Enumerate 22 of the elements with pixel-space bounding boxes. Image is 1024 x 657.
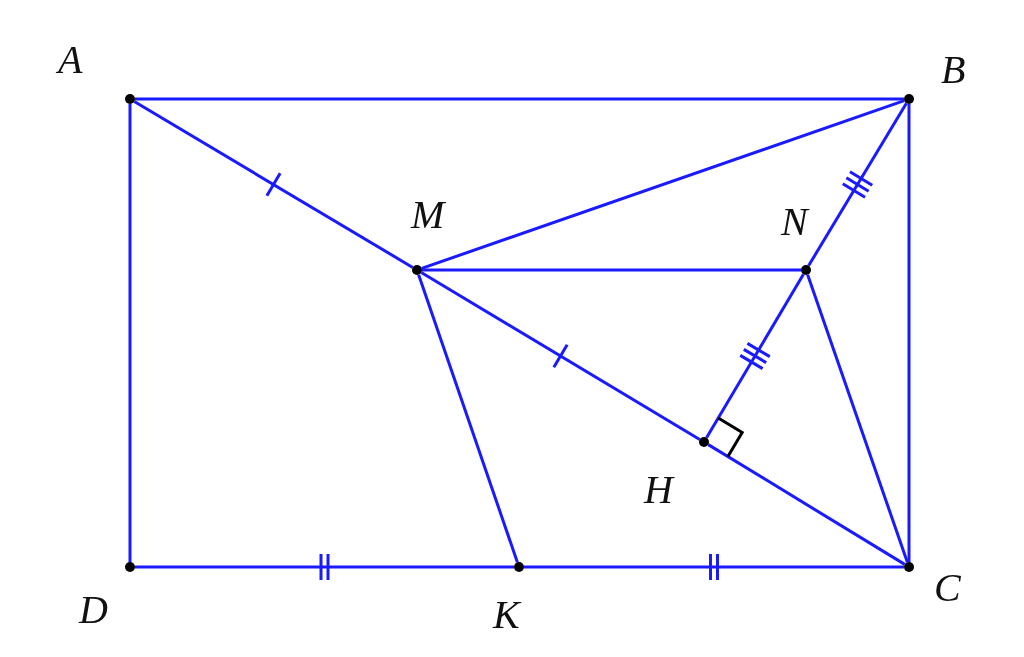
line-segment [705, 273, 805, 439]
line-segment [807, 102, 908, 267]
line-segment [422, 268, 801, 272]
line-segment [421, 99, 905, 270]
point-label: M [411, 195, 445, 235]
line-segment [135, 97, 904, 101]
point-label: D [79, 590, 108, 630]
line-segment [907, 104, 911, 562]
line-segment [707, 443, 906, 566]
point-label: K [493, 595, 520, 635]
point-label: H [644, 470, 673, 510]
point-label: N [781, 202, 808, 242]
line-segment [806, 274, 909, 563]
point-label: A [58, 40, 83, 80]
line-segment [135, 565, 514, 569]
line-segment [133, 100, 414, 269]
point-label: C [934, 568, 961, 608]
line-segment [128, 104, 132, 562]
point-label: B [941, 50, 966, 90]
line-segment [417, 274, 519, 563]
line-segment [524, 565, 904, 569]
line-segment [420, 271, 701, 441]
